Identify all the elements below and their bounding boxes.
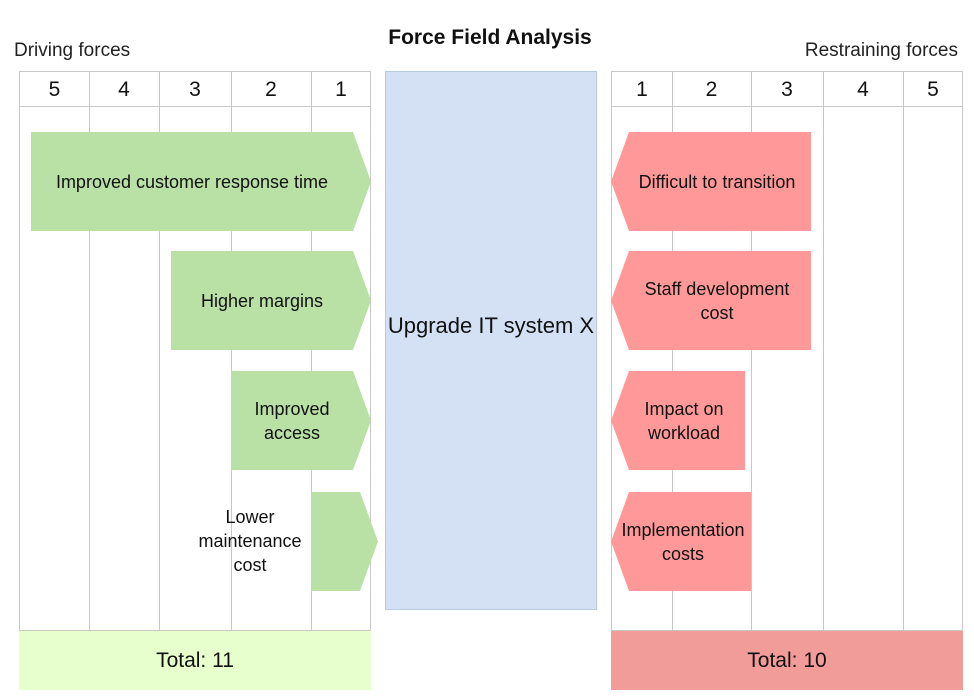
driving-forces-total-text: Total: 11 [156, 648, 234, 672]
driving-force-arrow[interactable]: Higher margins [171, 251, 371, 350]
grid-column-divider [903, 72, 904, 630]
restraining-force-arrow[interactable]: Difficult to transition [611, 132, 811, 231]
change-proposal-box[interactable]: Upgrade IT system X [385, 71, 597, 610]
score-column-header: 4 [118, 78, 130, 101]
driving-force-arrow[interactable]: Improved customer response time [31, 132, 371, 231]
score-column-header: 5 [927, 78, 939, 101]
grid-column-divider [751, 72, 752, 630]
grid-column-divider [823, 72, 824, 630]
change-proposal-text: Upgrade IT system X [387, 312, 595, 338]
score-column-header: 1 [636, 78, 648, 101]
driving-forces-label: Driving forces [14, 40, 131, 61]
grid-column-divider [231, 72, 232, 630]
restraining-forces-label: Restraining forces [804, 40, 958, 61]
grid-column-divider [311, 72, 312, 630]
grid-header-divider [612, 106, 962, 107]
grid-column-divider [89, 72, 90, 630]
driving-force-label: Higher margins [200, 290, 324, 311]
score-column-header: 1 [335, 78, 347, 101]
driving-force-label: Improved customer response time [55, 171, 329, 192]
restraining-force-label: Staff development cost [644, 278, 790, 323]
score-column-header: 3 [189, 78, 201, 101]
restraining-forces-total-text: Total: 10 [747, 648, 827, 672]
restraining-force-arrow[interactable]: Impact on workload [611, 371, 745, 470]
grid-header-divider [20, 106, 370, 107]
score-column-header: 5 [48, 78, 61, 101]
restraining-force-arrow[interactable]: Implementation costs [611, 492, 751, 591]
driving-force-label: Improved access [254, 398, 330, 443]
diagram-title: Force Field Analysis [388, 26, 592, 49]
score-column-header: 4 [857, 78, 869, 101]
restraining-force-label: Difficult to transition [638, 171, 796, 192]
driving-forces-total: Total: 11 [19, 631, 371, 690]
score-column-header: 2 [705, 78, 718, 101]
restraining-forces-total: Total: 10 [611, 631, 963, 690]
restraining-force-label: Impact on workload [644, 398, 724, 443]
driving-force-label: Lower maintenance cost [198, 507, 302, 575]
restraining-force-label: Implementation costs [621, 519, 745, 564]
driving-force-arrow[interactable]: Improved access [231, 371, 371, 470]
score-column-header: 3 [781, 78, 793, 101]
restraining-force-arrow[interactable]: Staff development cost [611, 251, 811, 350]
grid-column-divider [672, 72, 673, 630]
grid-column-divider [159, 72, 160, 630]
score-column-header: 2 [265, 78, 277, 101]
